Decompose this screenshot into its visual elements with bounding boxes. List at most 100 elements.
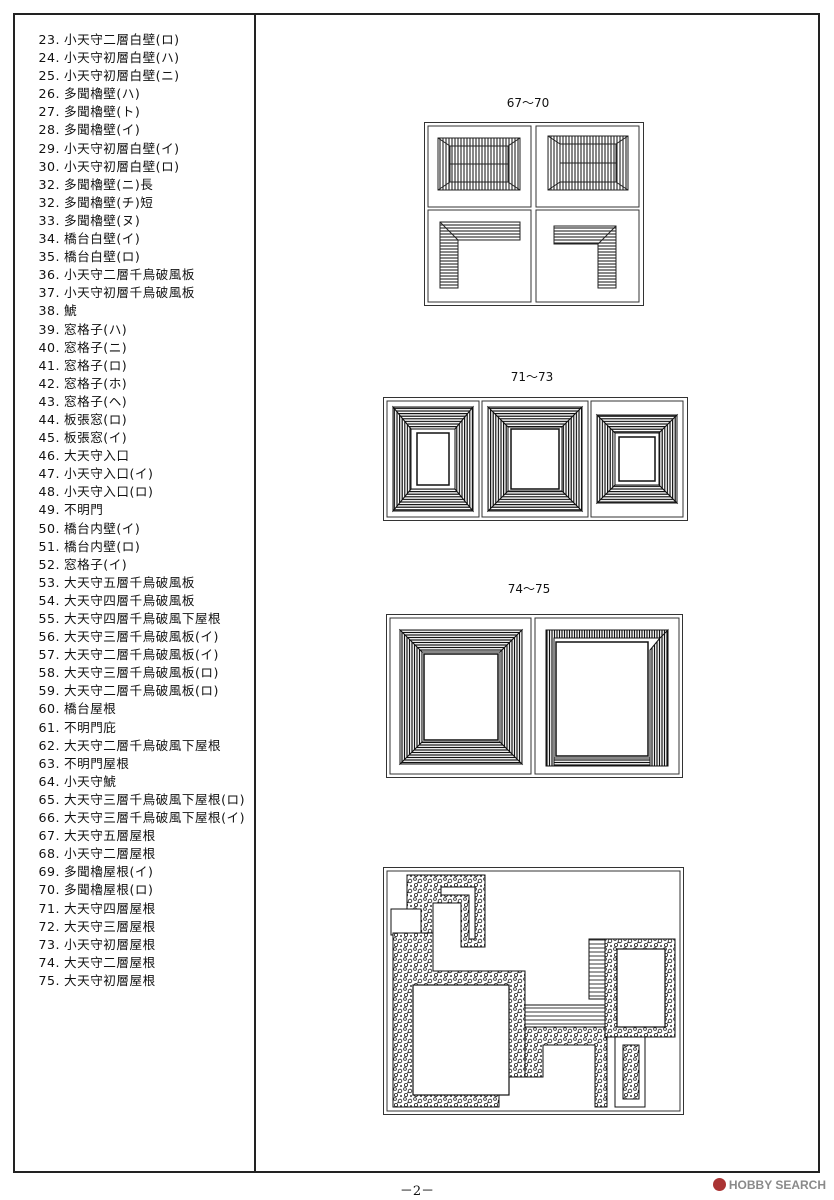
part-number: 35. [38,249,60,265]
list-item: 40.窓格子(ニ) [30,339,252,357]
list-item: 58.大天守三層千鳥破風板(ロ) [30,664,252,682]
list-item: 35.橋台白壁(ロ) [30,248,252,266]
part-name: 小天守入口(イ) [64,466,154,482]
part-number: 60. [38,701,60,717]
page-number: －2－ [399,1184,435,1199]
list-item: 68.小天守二層屋根 [30,845,252,863]
part-number: 55. [38,611,60,626]
part-name: 大天守五層千鳥破風板 [64,574,195,590]
list-item: 54.大天守四層千鳥破風板 [30,592,252,610]
list-item: 44.板張窓(ロ) [30,411,252,429]
part-name: 橋台内壁(イ) [64,520,141,536]
part-name: 大天守二層屋根 [64,954,156,970]
list-item: 26.多聞櫓壁(ハ) [30,85,252,103]
part-name: 多聞櫓壁(ト) [64,104,141,120]
list-item: 23.小天守二層白壁(ロ) [30,31,252,49]
list-item: 59.大天守二層千鳥破風板(ロ) [30,682,252,700]
part-name: 小天守二層屋根 [64,846,156,862]
list-item: 32.多聞櫓壁(チ)短 [30,194,252,212]
part-name: 小天守二層千鳥破風板 [64,267,195,283]
part-number: 43. [38,393,60,409]
list-item: 67.大天守五層屋根 [30,827,252,845]
list-item: 72.大天守三層屋根 [30,918,252,936]
part-number: 61. [38,719,60,735]
part-number: 26. [38,86,60,102]
list-item: 73.小天守初層屋根 [30,936,252,954]
part-name: 多聞櫓壁(イ) [64,122,141,138]
list-item: 61.不明門庇 [30,719,252,737]
roof-parts-74-75-drawing [386,614,683,778]
part-number: 59. [38,683,60,699]
part-number: 58. [38,665,60,681]
list-item: 53.大天守五層千鳥破風板 [30,574,252,592]
part-number: 74. [38,954,60,970]
part-number: 71. [38,900,60,916]
list-item: 25.小天守初層白壁(ニ) [30,67,252,85]
part-number: 25. [38,68,60,84]
part-name: 大天守初層屋根 [64,972,156,988]
part-name: 窓格子(ヘ) [64,393,128,409]
part-name: 小天守入口(ロ) [64,484,154,500]
part-name: 橋台屋根 [64,701,117,717]
page-frame [13,13,820,1173]
list-item: 32.多聞櫓壁(ニ)長 [30,176,252,194]
list-item: 71.大天守四層屋根 [30,900,252,918]
part-number: 24. [38,50,60,66]
part-name: 小天守鯱 [64,773,117,789]
figure-caption-71-73: 71～73 [510,370,554,384]
part-number: 75. [38,972,60,988]
part-number: 65. [38,791,60,807]
part-number: 62. [38,737,60,753]
part-number: 30. [38,158,60,174]
list-item: 24.小天守初層白壁(ハ) [30,49,252,67]
part-number: 32. [38,176,60,192]
part-name: 大天守三層千鳥破風板(イ) [64,629,219,645]
list-item: 33.多聞櫓壁(ヌ) [30,212,252,230]
list-item: 38.鯱 [30,302,252,320]
part-name: 大天守四層千鳥破風下屋根 [64,611,222,626]
roof-parts-71-73-drawing [383,397,688,521]
part-number: 27. [38,104,60,120]
part-number: 32. [38,194,60,210]
list-item: 36.小天守二層千鳥破風板 [30,266,252,284]
part-name: 窓格子(ホ) [64,375,128,391]
part-name: 大天守三層屋根 [64,918,156,934]
list-item: 30.小天守初層白壁(ロ) [30,158,252,176]
part-number: 64. [38,773,60,789]
list-item: 65.大天守三層千鳥破風下屋根(ロ) [30,791,252,809]
part-name: 小天守初層白壁(ロ) [64,158,180,174]
list-item: 52.窓格子(イ) [30,556,252,574]
list-item: 39.窓格子(ハ) [30,321,252,339]
part-name: 多聞櫓屋根(ロ) [64,882,154,898]
part-name: 大天守二層千鳥破風板(イ) [64,647,219,663]
part-number: 37. [38,285,60,301]
part-name: 大天守五層屋根 [64,828,156,844]
part-number: 23. [38,32,60,47]
part-name: 板張窓(イ) [64,430,128,446]
part-name: 大天守二層千鳥破風下屋根 [64,737,222,753]
list-item: 60.橋台屋根 [30,700,252,718]
part-number: 36. [38,267,60,283]
part-number: 68. [38,846,60,862]
stone-base-plan-drawing [383,867,684,1115]
part-number: 42. [38,375,60,391]
part-number: 66. [38,810,60,826]
watermark: HOBBY SEARCH [712,1178,826,1192]
part-name: 大天守三層千鳥破風下屋根(イ) [64,810,246,826]
list-item: 29.小天守初層白壁(イ) [30,140,252,158]
part-number: 50. [38,520,60,536]
list-item: 51.橋台内壁(ロ) [30,538,252,556]
part-name: 大天守三層千鳥破風板(ロ) [64,665,219,681]
part-number: 72. [38,918,60,934]
part-name: 大天守四層千鳥破風板 [64,592,195,608]
part-name: 多聞櫓壁(チ)短 [64,194,154,210]
list-item: 49.不明門 [30,501,252,519]
part-number: 33. [38,212,60,228]
list-item: 70.多聞櫓屋根(ロ) [30,881,252,899]
part-number: 40. [38,339,60,355]
part-name: 不明門庇 [64,719,117,735]
list-item: 56.大天守三層千鳥破風板(イ) [30,628,252,646]
part-number: 49. [38,502,60,518]
list-item: 64.小天守鯱 [30,773,252,791]
list-item: 47.小天守入口(イ) [30,465,252,483]
